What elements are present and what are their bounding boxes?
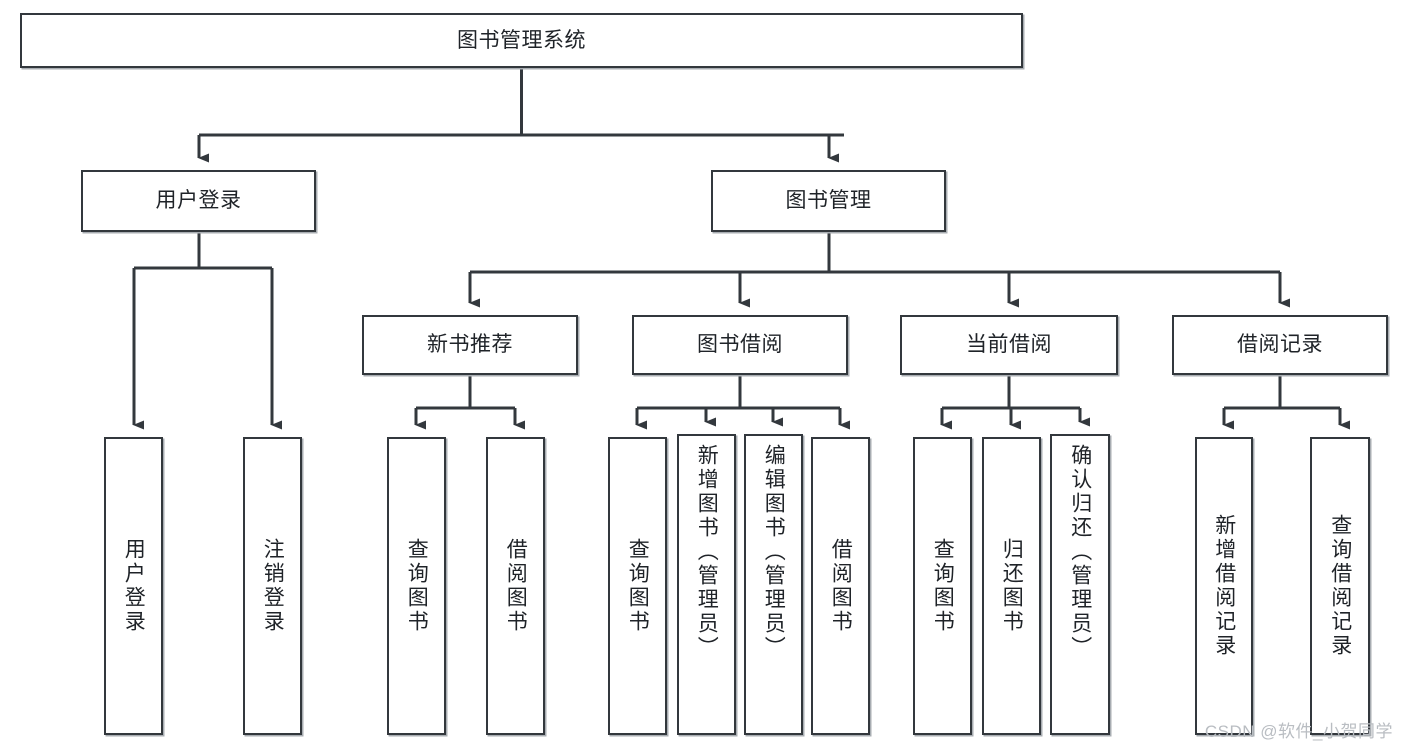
- node-new-book-rec[interactable]: 新书推荐: [362, 315, 578, 375]
- node-leaf-user-login[interactable]: 用户登录: [104, 437, 163, 735]
- node-book-manage[interactable]: 图书管理: [711, 170, 946, 232]
- node-leaf-return-book-label: 归还图书: [1000, 538, 1024, 634]
- node-leaf-confirm-return-label: 确认归还（管理员）: [1068, 444, 1092, 660]
- node-leaf-logout[interactable]: 注销登录: [243, 437, 302, 735]
- node-leaf-query-book-3[interactable]: 查询图书: [913, 437, 972, 735]
- node-leaf-confirm-return[interactable]: 确认归还（管理员）: [1050, 434, 1110, 735]
- node-leaf-query-record[interactable]: 查询借阅记录: [1310, 437, 1370, 735]
- node-leaf-logout-label: 注销登录: [261, 538, 285, 634]
- node-leaf-query-book-1-label: 查询图书: [405, 538, 429, 634]
- node-borrow-record-label: 借阅记录: [1237, 333, 1323, 357]
- node-leaf-add-book-label: 新增图书（管理员）: [695, 444, 719, 660]
- node-leaf-borrow-book-1-label: 借阅图书: [504, 538, 528, 634]
- node-borrow-record[interactable]: 借阅记录: [1172, 315, 1388, 375]
- node-book-borrow-label: 图书借阅: [697, 333, 783, 357]
- node-root[interactable]: 图书管理系统: [20, 13, 1023, 68]
- node-leaf-user-login-label: 用户登录: [122, 538, 146, 634]
- node-root-label: 图书管理系统: [457, 28, 586, 52]
- node-leaf-borrow-book-2-label: 借阅图书: [829, 538, 853, 634]
- node-leaf-query-book-1[interactable]: 查询图书: [387, 437, 446, 735]
- node-user-login-label: 用户登录: [155, 189, 242, 213]
- node-leaf-add-record[interactable]: 新增借阅记录: [1195, 437, 1253, 735]
- node-leaf-query-book-2[interactable]: 查询图书: [608, 437, 667, 735]
- node-leaf-query-record-label: 查询借阅记录: [1328, 514, 1352, 658]
- node-leaf-query-book-3-label: 查询图书: [931, 538, 955, 634]
- node-current-borrow-label: 当前借阅: [966, 333, 1052, 357]
- node-leaf-borrow-book-2[interactable]: 借阅图书: [811, 437, 870, 735]
- node-book-borrow[interactable]: 图书借阅: [632, 315, 848, 375]
- watermark-text: CSDN @软件_小贺同学: [1204, 722, 1393, 741]
- node-current-borrow[interactable]: 当前借阅: [900, 315, 1118, 375]
- node-user-login[interactable]: 用户登录: [81, 170, 316, 232]
- node-leaf-query-book-2-label: 查询图书: [626, 538, 650, 634]
- node-leaf-edit-book-label: 编辑图书（管理员）: [762, 444, 786, 660]
- node-book-manage-label: 图书管理: [785, 189, 872, 213]
- node-new-book-rec-label: 新书推荐: [427, 333, 513, 357]
- node-leaf-borrow-book-1[interactable]: 借阅图书: [486, 437, 545, 735]
- node-leaf-edit-book[interactable]: 编辑图书（管理员）: [744, 434, 803, 735]
- node-leaf-return-book[interactable]: 归还图书: [982, 437, 1041, 735]
- node-leaf-add-book[interactable]: 新增图书（管理员）: [677, 434, 736, 735]
- node-leaf-add-record-label: 新增借阅记录: [1212, 514, 1236, 658]
